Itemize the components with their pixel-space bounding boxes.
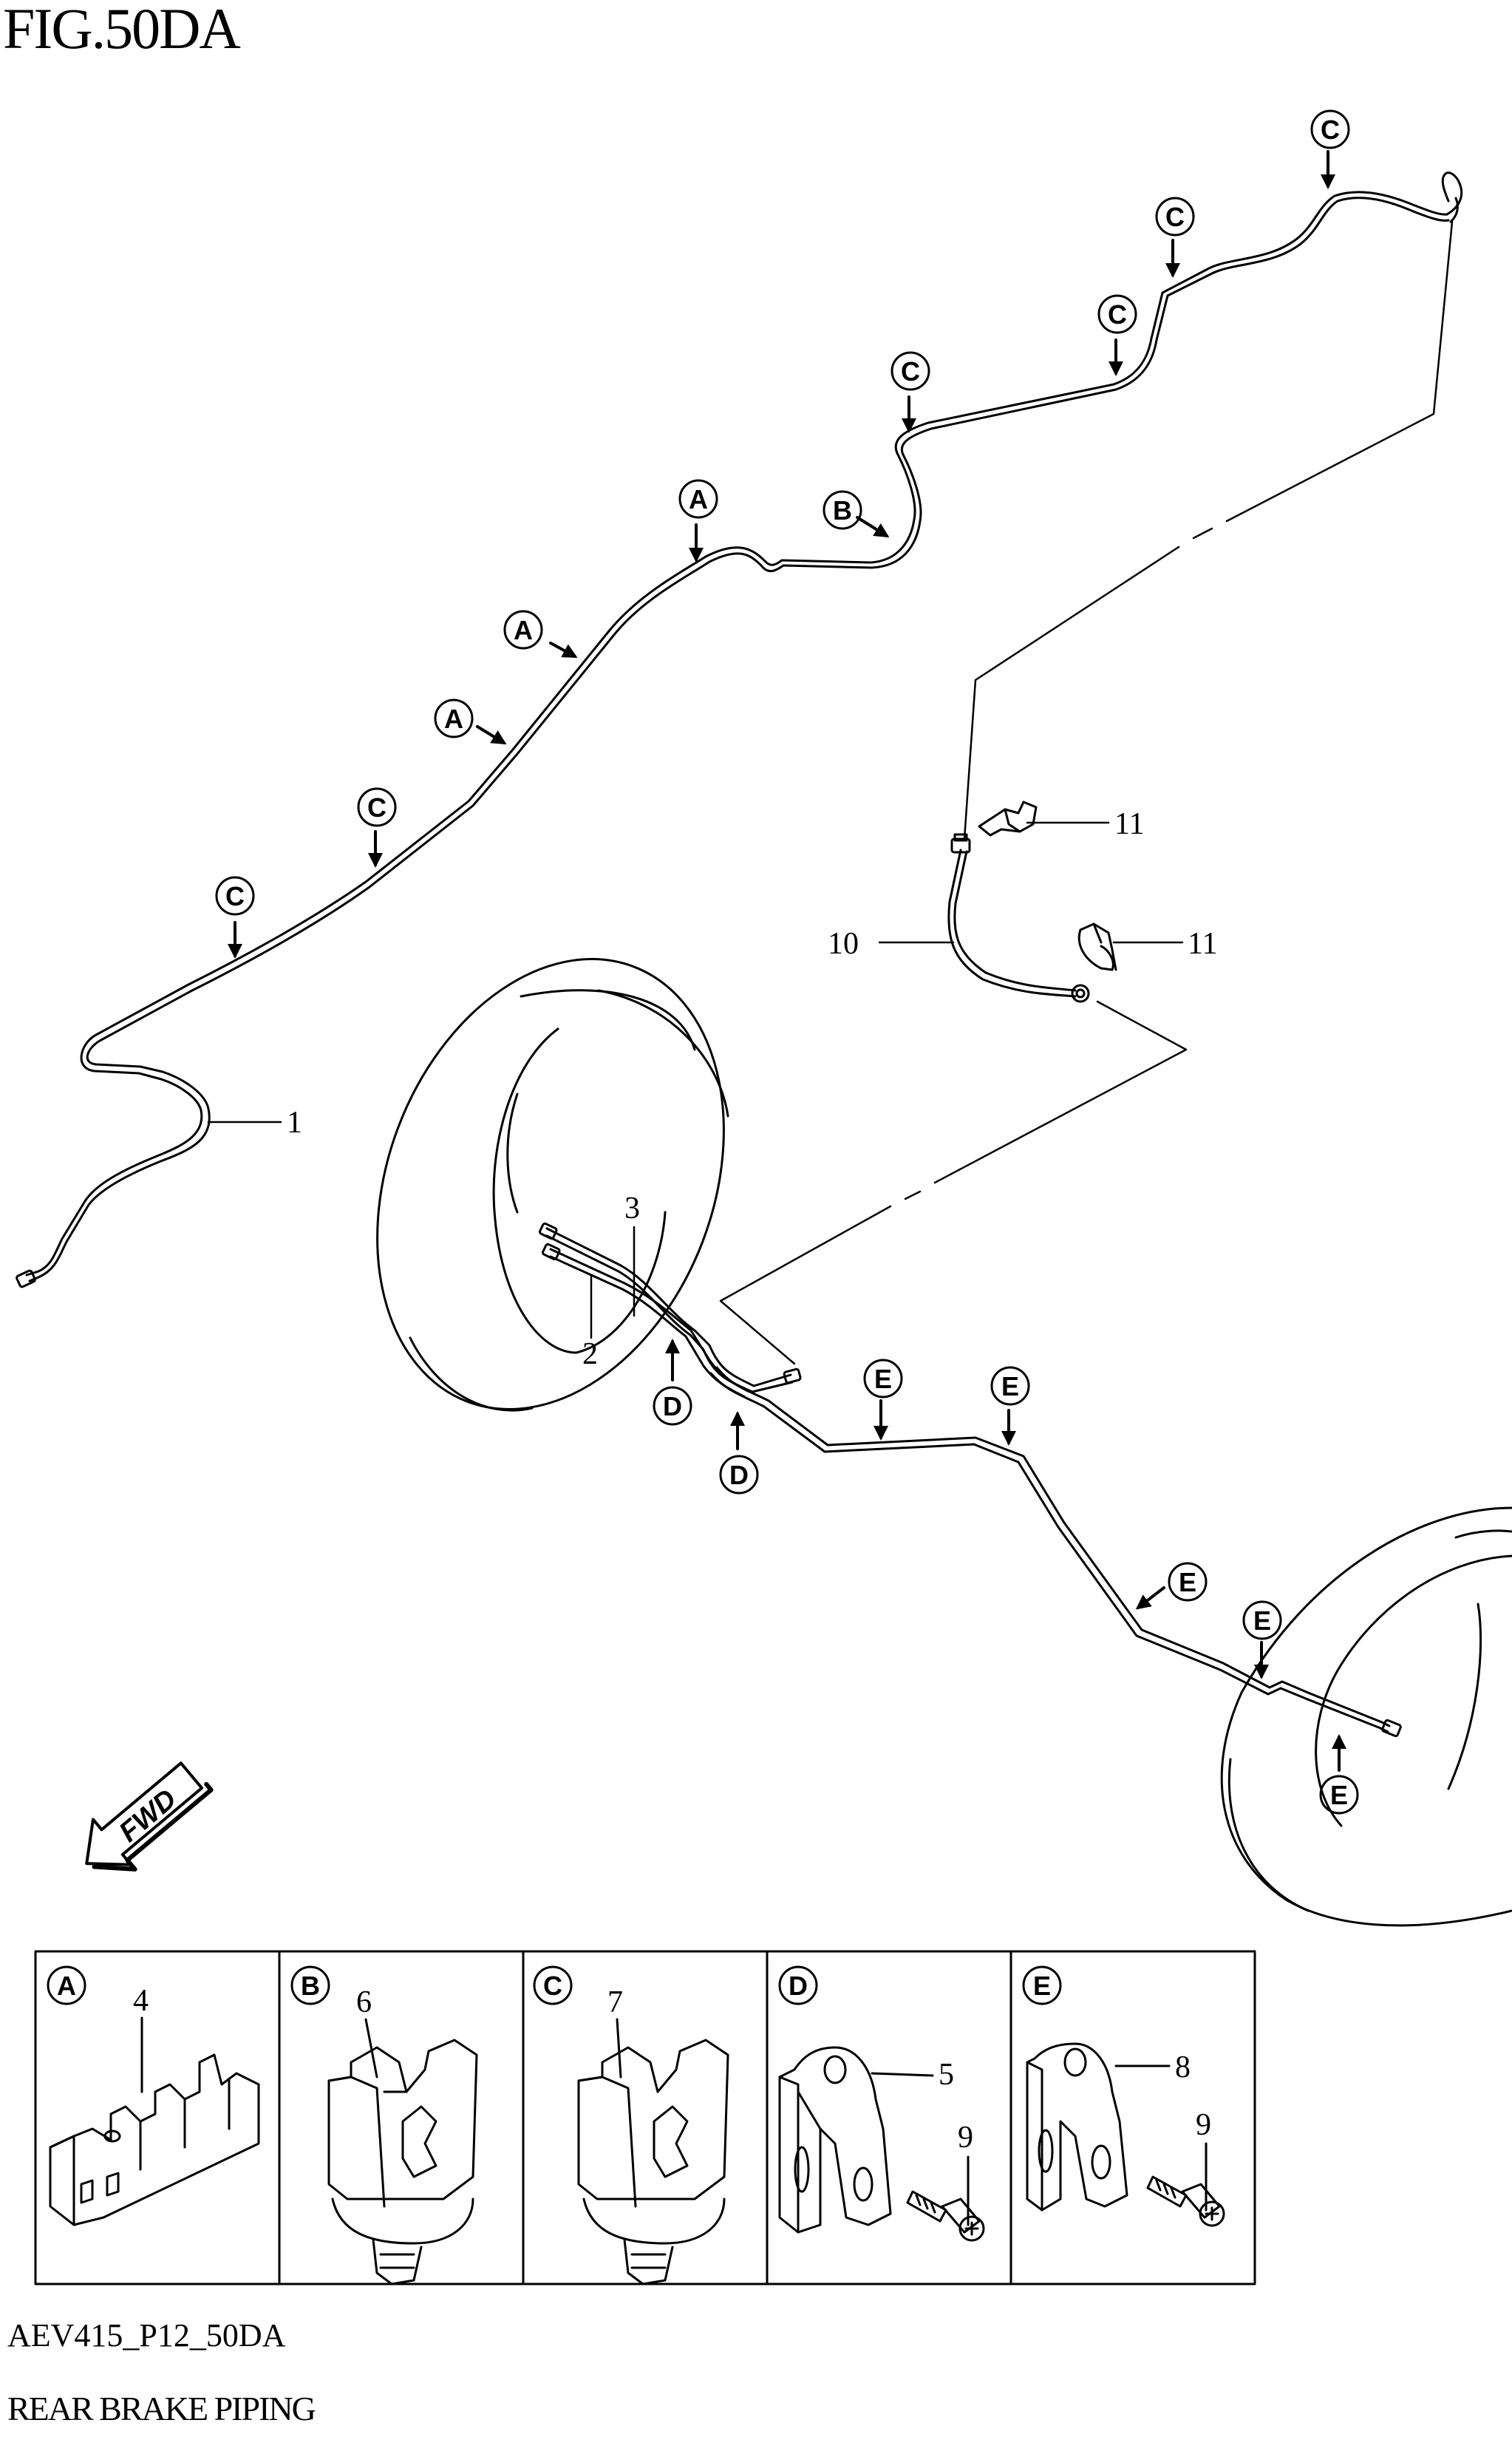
callout-a-1: A [678,479,718,519]
callout-arrows [228,150,1346,1772]
callout-circles: C C C C A B A A C C D D E E E E E [215,109,1359,1815]
callout-a-2: A [503,610,543,650]
part-number-3: 3 [624,1192,640,1226]
part-number-1: 1 [287,1106,302,1140]
main-brake-pipe [16,171,1463,1288]
svg-text:D: D [663,1391,682,1421]
callout-e-4: E [1242,1600,1282,1640]
callout-b-1: B [823,490,862,530]
part-numbers: 1 10 11 11 3 2 [287,807,1217,1371]
fwd-arrow-icon: FWD [85,1761,214,1872]
svg-text:4: 4 [133,1984,149,2018]
pipe-clip-7 [577,2039,729,2285]
callout-d-1: D [653,1386,692,1426]
screw-9-e [1146,2175,1225,2227]
callout-a-3: A [434,699,474,738]
svg-text:E: E [874,1364,892,1394]
pipe-clamp-5 [778,2046,892,2234]
svg-text:5: 5 [939,2058,954,2092]
callout-c-3: C [1097,294,1137,334]
pipes-2-3 [539,1222,802,1398]
part-number-11-lower: 11 [1188,927,1217,961]
svg-text:B: B [833,495,852,526]
pipe-clamp-8 [1026,2042,1128,2212]
svg-text:A: A [444,704,463,734]
detail-panel-frame [34,1950,1256,2285]
detail-panel-e: E 8 9 [1022,1965,1225,2227]
svg-text:D: D [789,1971,808,2001]
svg-text:E: E [1330,1780,1348,1810]
callout-e-3: E [1168,1562,1208,1602]
svg-text:8: 8 [1175,2050,1191,2084]
figure-caption: REAR BRAKE PIPING [7,2390,316,2427]
svg-text:C: C [1321,115,1340,145]
part-number-11-upper: 11 [1114,807,1144,841]
svg-text:9: 9 [958,2121,973,2155]
pipe-clip-4 [49,2053,260,2226]
callout-e-1: E [863,1359,903,1398]
svg-text:E: E [1253,1605,1271,1636]
svg-text:A: A [689,484,708,514]
routing-lines [719,220,1454,1365]
drawing-code: AEV415_P12_50DA [7,2317,286,2353]
svg-text:E: E [1001,1371,1019,1401]
callout-d-2: D [719,1455,759,1495]
svg-text:C: C [1165,202,1185,232]
callout-e-2: E [990,1366,1030,1406]
callout-c-6: C [215,876,255,916]
svg-text:C: C [901,356,920,387]
detail-panel-d: D 5 9 [778,1965,985,2242]
svg-text:6: 6 [356,1985,372,2019]
clip-11-lower [1077,922,1117,971]
pipe-clip-6 [327,2039,478,2285]
callout-c-5: C [357,787,397,827]
callout-c-1: C [1310,109,1350,149]
callout-c-4: C [890,351,930,391]
figure-title: FIG.50DA [3,0,241,61]
left-wheel [376,958,729,1412]
svg-text:C: C [1108,299,1127,330]
svg-text:C: C [543,1971,562,2001]
detail-panel-c: C 7 [533,1965,729,2285]
clip-11-upper [978,801,1038,837]
part-number-2: 2 [582,1337,598,1371]
svg-text:B: B [301,1971,320,2001]
svg-text:A: A [514,615,533,645]
svg-text:E: E [1033,1971,1051,2001]
lower-brake-pipe [709,1366,1402,1738]
part-leaders [207,821,1184,1339]
svg-text:D: D [729,1460,749,1490]
detail-panel-b: B 6 [290,1965,478,2285]
svg-text:C: C [225,881,245,911]
screw-9-d [906,2190,985,2242]
callout-e-5: E [1319,1775,1359,1815]
flexible-hose [947,833,1090,1003]
part-number-10: 10 [828,927,859,961]
detail-panel-a: A 4 [47,1965,260,2226]
svg-text:A: A [57,1971,76,2001]
svg-text:9: 9 [1196,2108,1211,2142]
detail-panels: A 4 B 6 [34,1950,1256,2285]
svg-text:7: 7 [607,1985,623,2019]
svg-text:E: E [1179,1567,1196,1597]
right-wheel [1220,1506,1512,1927]
svg-text:C: C [367,792,386,823]
callout-c-2: C [1155,197,1195,237]
